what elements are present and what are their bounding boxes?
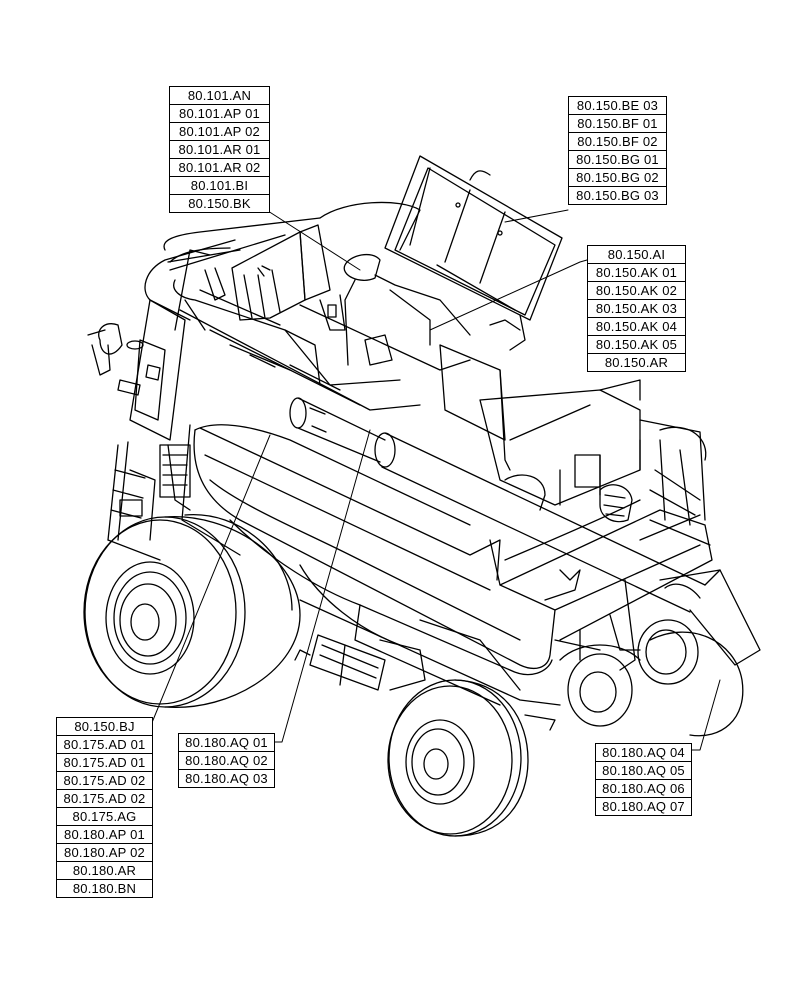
- part-number-label: 80.180.BN: [72, 881, 137, 896]
- callout-box-bottom-right: 80.180.AQ 04 80.180.AQ 05 80.180.AQ 06 8…: [595, 743, 692, 816]
- part-number-label: 80.101.AR 01: [170, 141, 269, 159]
- callout-box-bottom-center: 80.180.AQ 01 80.180.AQ 02 80.180.AQ 03: [178, 733, 275, 788]
- grain-tank-rim: [163, 217, 421, 411]
- part-number-label: 80.150.BE 03: [569, 97, 666, 115]
- part-number-label: 80.150.BJ: [57, 718, 152, 736]
- part-number-label: 80.180.AR: [57, 862, 152, 880]
- rear-railings: [439, 344, 711, 671]
- part-number-label: 80.150.BF 01: [569, 115, 666, 133]
- part-number-label: 80.150.AI: [588, 246, 685, 264]
- part-number-label: 80.150.AR: [604, 355, 669, 370]
- part-number-label: 80.150.BK: [188, 196, 251, 211]
- part-number-label: 80.150.BG 03: [576, 188, 659, 203]
- part-number-label: 80.175.AD 02: [57, 790, 152, 808]
- part-number-label: 80.150.AK 03: [588, 300, 685, 318]
- part-number-label: 80.150.AK 01: [588, 264, 685, 282]
- part-number-label: 80.150.BG 02: [569, 169, 666, 187]
- left-side-panel: [107, 424, 241, 561]
- part-number-label: 80.101.BI: [170, 177, 269, 195]
- part-number-label: 80.180.AQ 04: [596, 744, 691, 762]
- part-number-label: 80.150.BF 02: [569, 133, 666, 151]
- part-number-label: 80.180.AQ 07: [602, 799, 685, 814]
- front-extension-panel: [231, 224, 331, 321]
- part-number-label: 80.175.AG: [57, 808, 152, 826]
- rear-wheel: [387, 679, 529, 837]
- cab: [87, 239, 236, 441]
- unloading-auger: [289, 397, 761, 666]
- right-rear-wheel: [559, 619, 744, 737]
- grain-tank-interior: [284, 201, 471, 386]
- part-number-label: 80.180.AQ 05: [596, 762, 691, 780]
- part-number-label: 80.150.AK 02: [588, 282, 685, 300]
- part-number-label: 80.180.AP 01: [57, 826, 152, 844]
- engine-deck: [479, 379, 707, 601]
- underside: [294, 564, 556, 731]
- part-number-label: 80.101.AP 01: [170, 105, 269, 123]
- part-number-label: 80.101.AR 02: [170, 159, 269, 177]
- callout-box-top-right: 80.150.BE 03 80.150.BF 01 80.150.BF 02 8…: [568, 96, 667, 205]
- part-number-label: 80.150.AK 04: [588, 318, 685, 336]
- leader-lines: [150, 209, 721, 751]
- rear-opened-cover: [384, 155, 563, 351]
- part-number-label: 80.150.AK 05: [588, 336, 685, 354]
- part-number-label: 80.180.AQ 02: [179, 752, 274, 770]
- callout-box-top-center: 80.101.AN 80.101.AP 01 80.101.AP 02 80.1…: [169, 86, 270, 213]
- main-body: [193, 424, 713, 706]
- part-number-label: 80.180.AQ 01: [179, 734, 274, 752]
- part-number-label: 80.101.AP 02: [170, 123, 269, 141]
- part-number-label: 80.175.AD 02: [57, 772, 152, 790]
- part-number-label: 80.175.AD 01: [57, 736, 152, 754]
- part-number-label: 80.180.AQ 03: [185, 771, 268, 786]
- part-number-label: 80.180.AP 02: [57, 844, 152, 862]
- part-number-label: 80.101.AN: [170, 87, 269, 105]
- part-number-label: 80.180.AQ 06: [596, 780, 691, 798]
- callout-box-bottom-left: 80.150.BJ 80.175.AD 01 80.175.AD 01 80.1…: [56, 717, 153, 898]
- part-number-label: 80.150.BG 01: [569, 151, 666, 169]
- part-number-label: 80.175.AD 01: [57, 754, 152, 772]
- callout-box-right: 80.150.AI 80.150.AK 01 80.150.AK 02 80.1…: [587, 245, 686, 372]
- front-left-wheel: [83, 514, 301, 709]
